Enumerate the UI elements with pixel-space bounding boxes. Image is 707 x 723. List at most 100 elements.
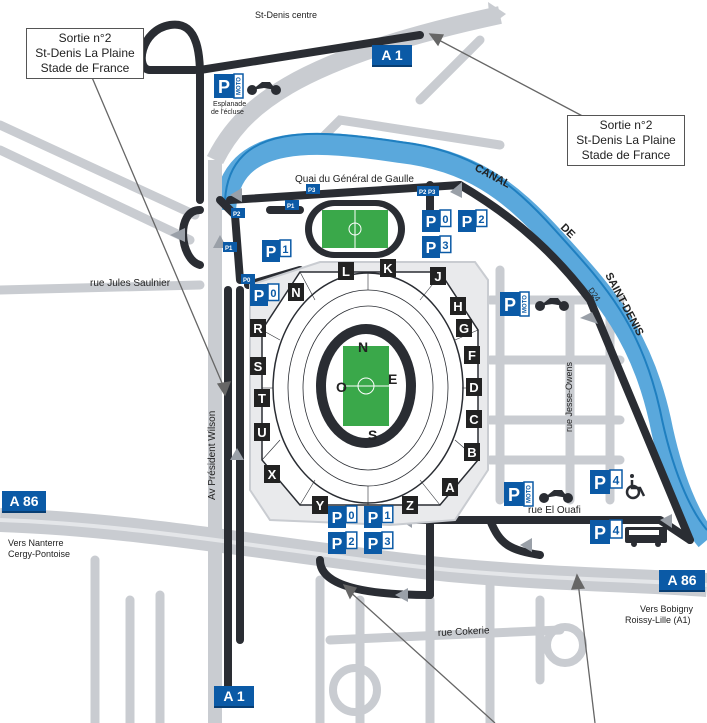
svg-text:P: P <box>594 523 606 543</box>
gate-u: U <box>254 423 270 441</box>
gate-k: K <box>380 259 396 277</box>
cokerie-label: rue Cokerie <box>438 625 491 639</box>
roundabouts <box>329 623 587 716</box>
svg-text:G: G <box>459 321 469 336</box>
bobigny-label-1: Vers Bobigny <box>640 604 694 614</box>
stade-de-france: N S O E <box>261 271 479 506</box>
svg-text:P: P <box>368 536 379 553</box>
svg-text:J: J <box>434 269 441 284</box>
svg-text:1: 1 <box>384 510 390 522</box>
svg-text:D: D <box>469 380 478 395</box>
svg-text:P: P <box>368 510 379 527</box>
point-s: S <box>368 427 377 443</box>
callout-line-3: Stade de France <box>40 61 130 75</box>
svg-text:P: P <box>504 295 516 315</box>
svg-text:P: P <box>332 536 343 553</box>
esplanade-label-1: Esplanade <box>213 101 246 108</box>
callout-lines <box>87 33 596 723</box>
parking-moto-south: P MOTO <box>504 481 534 507</box>
svg-text:4: 4 <box>613 473 620 487</box>
a1-shield-bottom: A 1 <box>214 686 254 708</box>
marker-p3: P3 <box>308 188 316 194</box>
svg-text:0: 0 <box>442 214 448 226</box>
svg-text:0: 0 <box>348 510 354 522</box>
svg-text:Y: Y <box>316 498 325 513</box>
motorbike-icon <box>247 82 281 95</box>
svg-text:H: H <box>453 299 462 314</box>
svg-text:N: N <box>291 285 300 300</box>
gate-x: X <box>264 465 280 483</box>
wilson-label: Av Président Wilson <box>207 411 218 500</box>
point-n: N <box>358 339 368 355</box>
svg-text:B: B <box>467 445 476 460</box>
marker-p2: P2 <box>233 212 241 218</box>
nanterre-label-1: Vers Nanterre <box>8 538 64 548</box>
canal-de-saint-denis <box>214 132 707 548</box>
svg-text:T: T <box>258 391 266 406</box>
marker-p1-top: P1 <box>287 204 295 210</box>
training-stadium <box>305 200 405 258</box>
svg-text:Z: Z <box>406 498 414 513</box>
gate-y: Y <box>312 496 328 514</box>
callout-line-1: Sortie n°2 <box>58 31 112 45</box>
jesse-owens-label: rue Jesse-Owens <box>564 361 574 432</box>
svg-text:P: P <box>508 485 520 505</box>
svg-text:MOTO: MOTO <box>527 485 533 503</box>
gate-d: D <box>466 378 482 396</box>
svg-text:P: P <box>332 510 343 527</box>
svg-text:3: 3 <box>384 536 390 548</box>
svg-text:2: 2 <box>478 214 484 226</box>
gate-t: T <box>254 389 270 407</box>
motorbike-icon <box>539 490 573 503</box>
a86-shield-left: A 86 <box>2 491 46 513</box>
svg-text:L: L <box>342 264 350 279</box>
callout-line-2: St-Denis La Plaine <box>576 133 676 147</box>
esplanade-label-2: de l'écluse <box>211 109 244 116</box>
a1-shield-top: A 1 <box>372 45 412 67</box>
svg-text:4: 4 <box>613 523 620 537</box>
gate-r: R <box>250 319 266 337</box>
svg-text:U: U <box>257 425 266 440</box>
bobigny-label-2: Roissy-Lille (A1) <box>625 615 691 625</box>
exit-callout-right: Sortie n°2 St-Denis La Plaine Stade de F… <box>567 115 685 166</box>
saulnier-label: rue Jules Saulnier <box>90 278 171 289</box>
a1-highway-top <box>206 2 506 723</box>
svg-text:R: R <box>253 321 263 336</box>
marker-p1-left: P1 <box>225 246 233 252</box>
svg-text:K: K <box>383 261 393 276</box>
nanterre-label-2: Cergy-Pontoise <box>8 549 70 559</box>
svg-text:A: A <box>445 480 455 495</box>
a86-shield-right: A 86 <box>659 570 705 592</box>
small-markers: P1 P2 P3 P2 P3 P1 P0 <box>223 184 439 284</box>
svg-text:C: C <box>469 412 479 427</box>
svg-text:P: P <box>218 77 230 97</box>
gate-l: L <box>338 262 354 280</box>
wheelchair-icon <box>625 474 646 500</box>
gate-h: H <box>450 297 466 315</box>
gate-z: Z <box>402 496 418 514</box>
gate-c: C <box>466 410 482 428</box>
svg-text:P: P <box>462 214 473 231</box>
marker-p0: P0 <box>243 278 251 284</box>
point-e: E <box>388 371 397 387</box>
point-o: O <box>336 379 347 395</box>
bus-icon <box>625 527 667 547</box>
svg-text:1: 1 <box>282 244 288 256</box>
st-denis-centre-label: St-Denis centre <box>255 10 317 20</box>
callout-line-1: Sortie n°2 <box>599 118 653 132</box>
motorbike-icon <box>535 298 569 311</box>
gate-j: J <box>430 267 446 285</box>
svg-text:P: P <box>426 240 437 257</box>
